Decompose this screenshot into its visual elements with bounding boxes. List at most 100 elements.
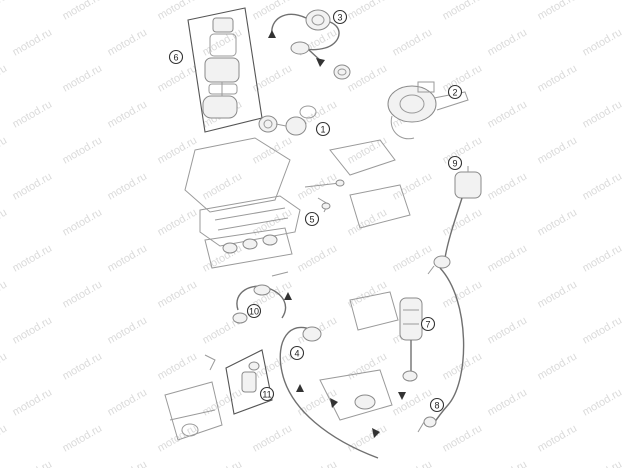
- watermark-text: motod.ru: [486, 314, 530, 346]
- watermark-text: motod.ru: [156, 206, 200, 238]
- watermark-text: motod.ru: [391, 386, 435, 418]
- part-3-hose-connector: [268, 9, 351, 80]
- watermark-text: motod.ru: [346, 0, 390, 23]
- watermark-text: motod.ru: [11, 98, 55, 130]
- watermark-text: motod.ru: [61, 134, 105, 166]
- callout-circle: [429, 397, 445, 413]
- watermark-text: motod.ru: [486, 242, 530, 274]
- callout-4: 4: [289, 345, 305, 361]
- watermark-text: motod.ru: [0, 134, 9, 166]
- callout-6: 6: [168, 49, 184, 65]
- callout-circle: [332, 9, 348, 25]
- watermark-text: motod.ru: [441, 0, 485, 23]
- watermark-text: motod.ru: [0, 0, 9, 23]
- callout-9: 9: [447, 155, 463, 171]
- watermark-text: motod.ru: [0, 206, 9, 238]
- watermark-text: motod.ru: [486, 458, 530, 468]
- part-10-hose-loop: [232, 271, 292, 324]
- watermark-text: motod.ru: [156, 62, 200, 94]
- watermark-text: motod.ru: [581, 386, 625, 418]
- watermark-text: motod.ru: [11, 26, 55, 58]
- watermark-text: motod.ru: [61, 422, 105, 454]
- callout-circle: [447, 155, 463, 171]
- watermark-text: motod.ru: [581, 314, 625, 346]
- callout-10: 10: [246, 303, 262, 319]
- callout-5: 5: [304, 211, 320, 227]
- watermark-text: motod.ru: [251, 422, 295, 454]
- callout-label: 5: [309, 215, 314, 225]
- watermark-text: motod.ru: [536, 278, 580, 310]
- watermark-text: motod.ru: [391, 26, 435, 58]
- engine-fuel-rail-section: [184, 137, 411, 269]
- watermark-text: motod.ru: [486, 26, 530, 58]
- watermark-text: motod.ru: [11, 386, 55, 418]
- watermark-text: motod.ru: [441, 278, 485, 310]
- watermark-text: motod.ru: [201, 458, 245, 468]
- part-9-fuel-filter: [427, 166, 482, 275]
- callout-circle: [304, 211, 320, 227]
- watermark-text: motod.ru: [201, 170, 245, 202]
- watermark-text: motod.ru: [581, 458, 625, 468]
- fuel-hose-long: [431, 267, 465, 427]
- watermark-text: motod.ru: [346, 62, 390, 94]
- watermark-text: motod.ru: [201, 386, 245, 418]
- watermark-text: motod.ru: [536, 350, 580, 382]
- watermark-text: motod.ru: [346, 134, 390, 166]
- callout-label: 3: [337, 13, 342, 23]
- callout-8: 8: [429, 397, 445, 413]
- callout-circle: [168, 49, 184, 65]
- callout-label: 10: [249, 307, 259, 317]
- part-8-clamp: [417, 416, 437, 433]
- watermark-text: motod.ru: [486, 386, 530, 418]
- watermark-text: motod.ru: [441, 206, 485, 238]
- watermark-text: motod.ru: [106, 170, 150, 202]
- watermark-text: motod.ru: [251, 0, 295, 23]
- watermark-text: motod.ru: [61, 206, 105, 238]
- watermark-text: motod.ru: [391, 458, 435, 468]
- watermark-text: motod.ru: [251, 62, 295, 94]
- part-6-fuel-filter-assembly: [187, 7, 263, 133]
- callout-circle: [315, 121, 331, 137]
- callout-circle: [447, 84, 463, 100]
- part-4-return-hose: [279, 291, 399, 459]
- callout-label: 9: [452, 159, 457, 169]
- watermark-text: motod.ru: [106, 386, 150, 418]
- part-5-connector: [317, 197, 331, 213]
- callout-circle: [246, 303, 262, 319]
- callout-label: 1: [320, 125, 325, 135]
- watermark-text: motod.ru: [11, 242, 55, 274]
- watermark-text: motod.ru: [106, 458, 150, 468]
- callout-3: 3: [332, 9, 348, 25]
- watermark-text: motod.ru: [106, 242, 150, 274]
- callout-label: 4: [294, 349, 299, 359]
- watermark-text: motod.ru: [0, 62, 9, 94]
- watermark-text: motod.ru: [296, 458, 340, 468]
- watermark-text: motod.ru: [11, 458, 55, 468]
- callout-circle: [289, 345, 305, 361]
- callout-label: 11: [262, 390, 271, 400]
- watermark-text: motod.ru: [536, 422, 580, 454]
- watermark-text: motod.ru: [11, 314, 55, 346]
- watermark-text: motod.ru: [0, 422, 9, 454]
- watermark-text: motod.ru: [0, 278, 9, 310]
- callout-circle: [420, 316, 436, 332]
- watermark-text: motod.ru: [156, 350, 200, 382]
- watermark-text: motod.ru: [536, 134, 580, 166]
- watermark-text: motod.ru: [581, 242, 625, 274]
- part-2-throttle-body: [387, 81, 469, 140]
- watermark-text: motod.ru: [441, 134, 485, 166]
- watermark-text: motod.ru: [106, 98, 150, 130]
- callout-label: 8: [434, 401, 439, 411]
- part-1-intake-fittings: [258, 105, 317, 136]
- watermark-text: motod.ru: [61, 350, 105, 382]
- watermark-text: motod.ru: [536, 206, 580, 238]
- callout-1: 1: [315, 121, 331, 137]
- watermark-text: motod.ru: [391, 170, 435, 202]
- watermark-text: motod.ru: [61, 278, 105, 310]
- watermark-text: motod.ru: [581, 170, 625, 202]
- callout-label: 2: [452, 88, 457, 98]
